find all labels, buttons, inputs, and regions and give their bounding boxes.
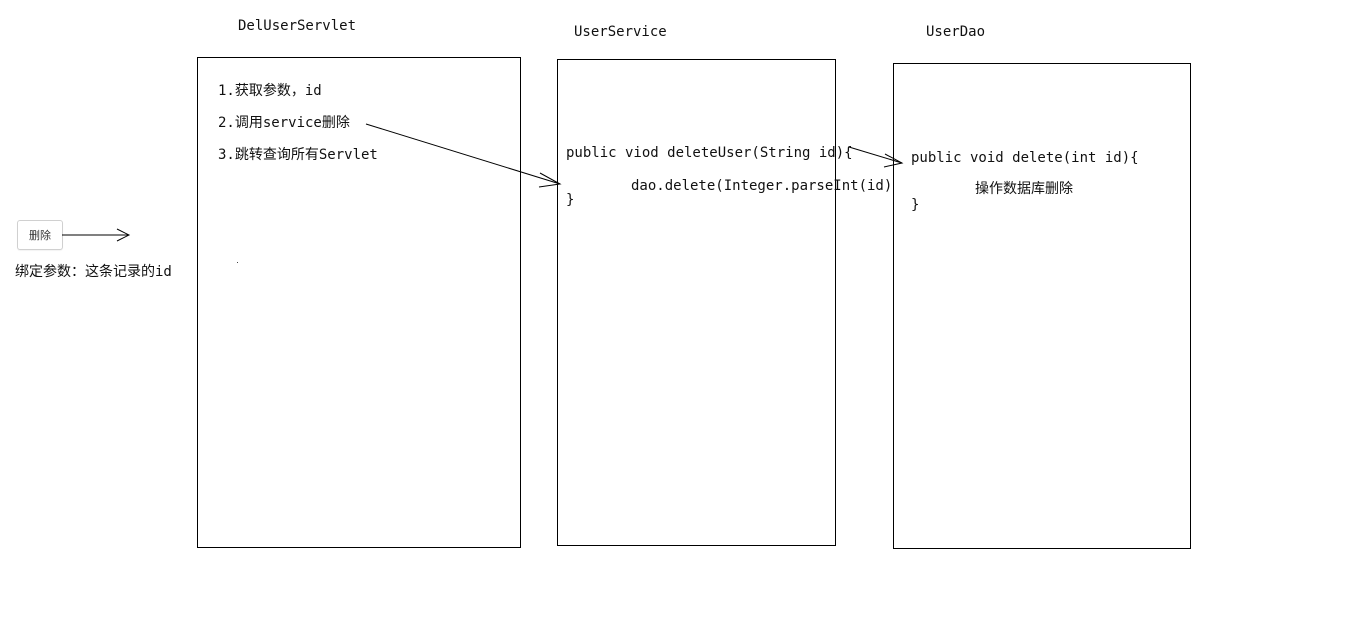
dao-method-close: } [911,197,920,213]
dao-box [893,63,1191,549]
service-title: UserService [574,24,667,40]
servlet-step-3: 3.跳转查询所有Servlet [218,147,378,163]
service-method-body: dao.delete(Integer.parseInt(id)); [631,178,910,194]
dao-method-body: 操作数据库删除 [975,181,1073,197]
service-method-close: } [566,192,575,208]
servlet-title: DelUserServlet [238,18,357,34]
service-box [557,59,836,546]
servlet-step-1: 1.获取参数，id [218,83,322,99]
service-method-signature: public viod deleteUser(String id){ [566,145,853,161]
dao-method-signature: public void delete(int id){ [911,150,1139,166]
stray-dot [237,262,238,263]
button-arrow-head [116,228,131,242]
binding-note: 绑定参数：这条记录的id [15,264,172,280]
servlet-step-2: 2.调用service删除 [218,115,350,131]
delete-button[interactable]: 删除 [17,220,63,250]
dao-title: UserDao [926,24,986,40]
